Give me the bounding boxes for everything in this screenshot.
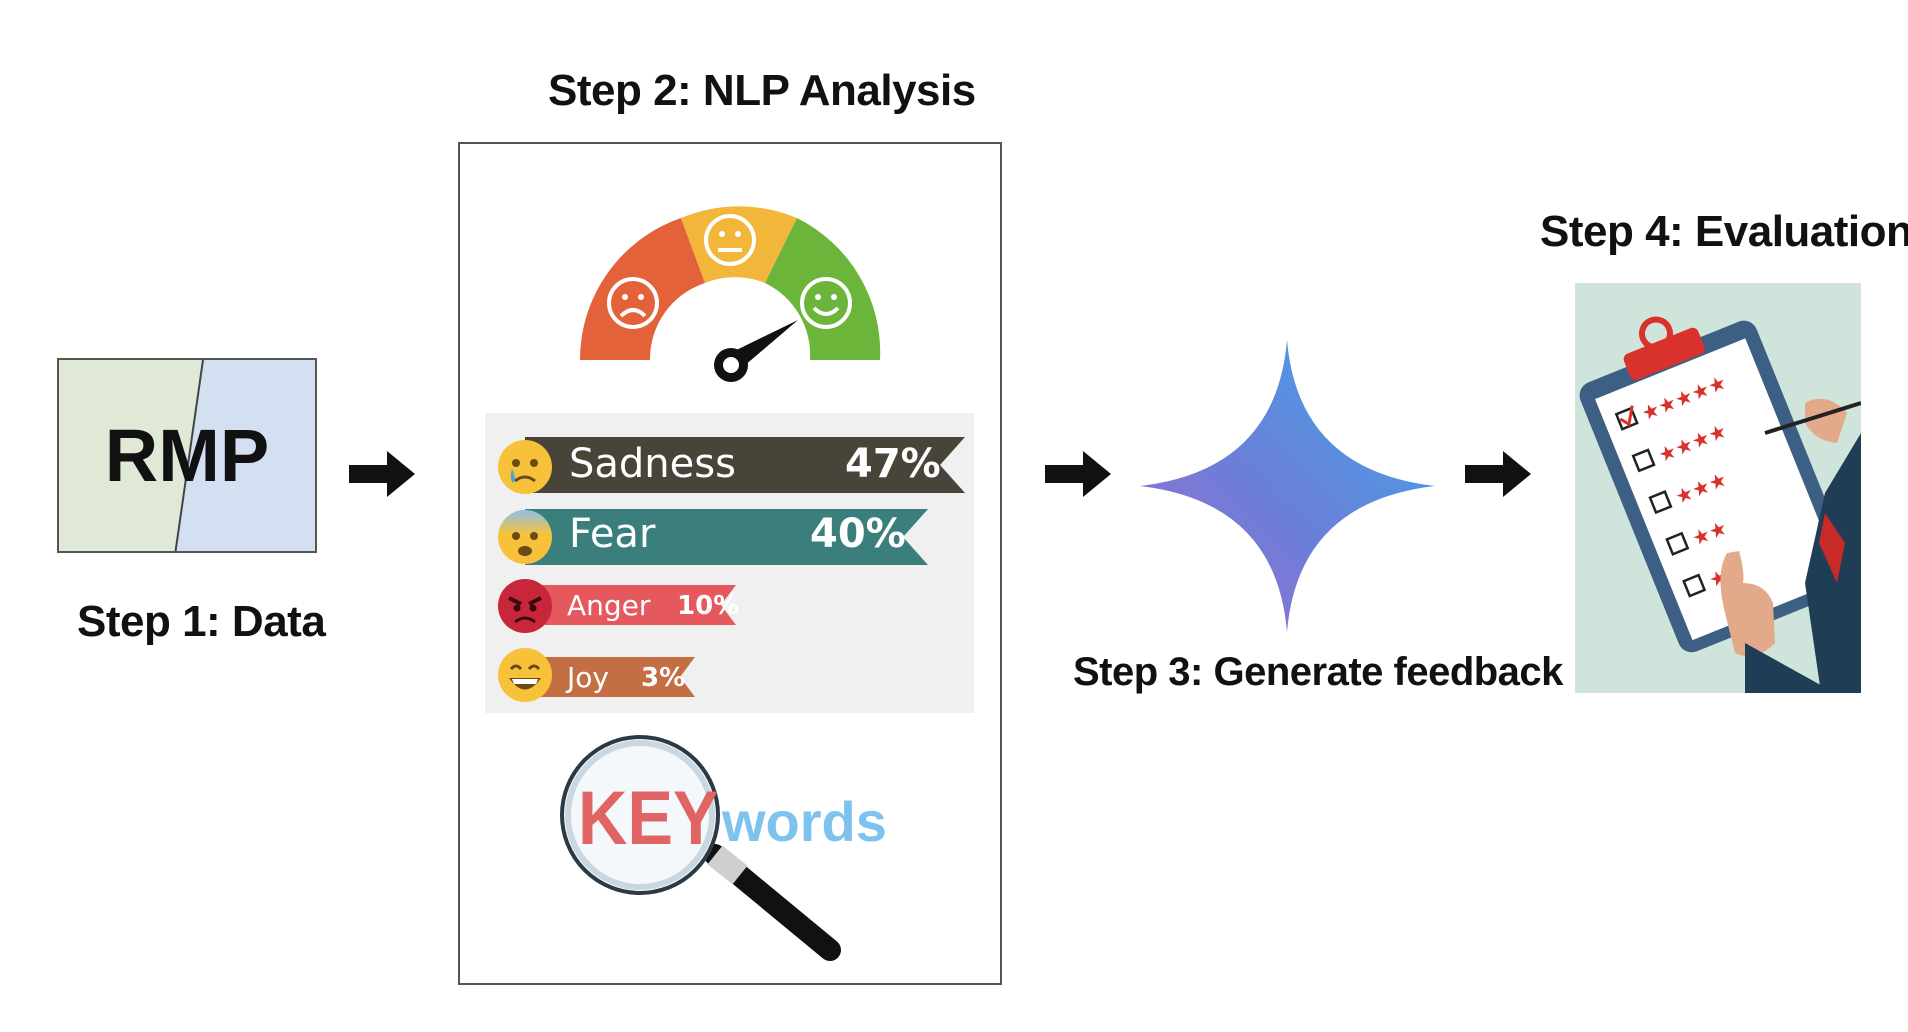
emotion-bar-joy [525,657,695,697]
rmp-data-box: RMP [57,358,317,553]
sentiment-gauge-icon [579,206,881,382]
emotion-bar-fear [525,509,928,565]
magnifying-glass-icon [560,735,841,961]
emotion-percent-joy: 3% [641,663,686,693]
emotion-breakdown: Sadness 47% Fear 40% Anger 10% [485,413,974,713]
keyword-words-text: words [722,790,887,853]
emotion-label-fear: Fear [569,511,656,557]
emotion-percent-fear: 40% [810,511,906,557]
emotion-label-joy: Joy [567,661,609,694]
emotion-label-anger: Anger [567,589,651,622]
grinning-face-icon [497,647,553,708]
emotion-bar-anger [525,585,736,625]
step4-title: Step 4: Evaluation [1540,207,1908,256]
step2-title: Step 2: NLP Analysis [548,66,976,115]
rmp-label: RMP [104,414,270,497]
angry-face-icon [497,578,553,639]
emotion-label-sadness: Sadness [569,441,736,487]
gemini-sparkle-icon [1140,340,1435,632]
right-arrow-icon [1045,451,1111,497]
step1-title: Step 1: Data [77,597,326,646]
right-arrow-icon [349,451,415,497]
emotion-percent-anger: 10% [677,591,740,621]
fearful-face-icon [497,509,553,570]
sad-crying-face-icon [497,439,553,500]
rating-clipboard-icon: ★★★★★ ★★★★ ★★★ ★★ ★ [1575,283,1861,693]
emotion-bar-sadness [525,437,965,493]
right-arrow-icon [1465,451,1531,497]
keywords-graphic: KEY words [560,735,920,965]
emotion-percent-sadness: 47% [845,441,941,487]
step3-title: Step 3: Generate feedback [1073,650,1563,694]
keyword-key-text: KEY [578,776,719,861]
